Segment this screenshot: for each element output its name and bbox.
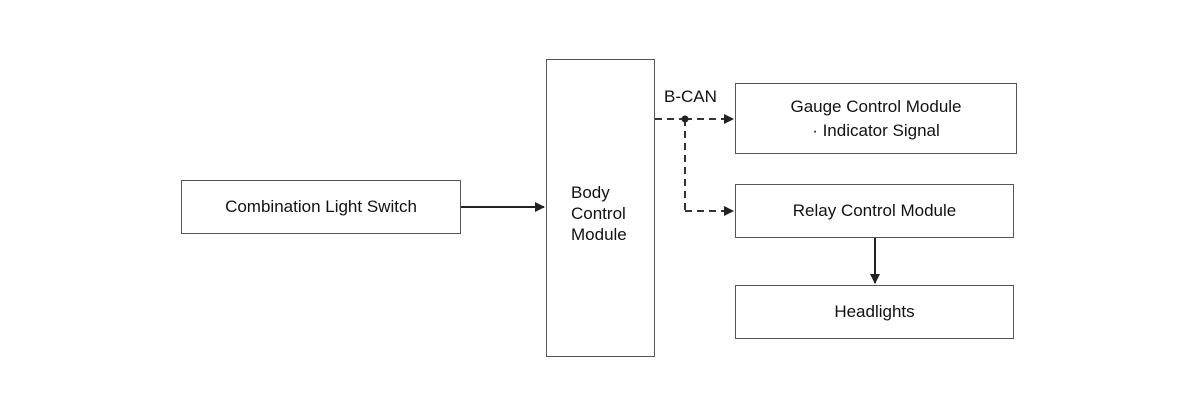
indicator-signal-label: · Indicator Signal: [812, 120, 940, 140]
bcm-label-line-2: Control: [571, 204, 626, 223]
body-control-module-box: Body Control Module: [546, 59, 655, 357]
body-control-module-label: Body Control Module: [571, 182, 627, 245]
headlights-box: Headlights: [735, 285, 1014, 339]
gauge-control-module-box: Gauge Control Module · Indicator Signal: [735, 83, 1017, 154]
combination-light-switch-box: Combination Light Switch: [181, 180, 461, 234]
combination-light-switch-label: Combination Light Switch: [225, 197, 417, 216]
bcan-bus-label: B-CAN: [664, 87, 717, 106]
gauge-control-module-label: Gauge Control Module: [790, 96, 962, 116]
relay-control-module-box: Relay Control Module: [735, 184, 1014, 238]
bcm-label-line-3: Module: [571, 225, 627, 244]
relay-control-module-label: Relay Control Module: [792, 201, 957, 220]
bcan-junction-dot: [681, 115, 689, 123]
headlights-label: Headlights: [834, 302, 915, 321]
bcm-label-line-1: Body: [571, 183, 610, 202]
